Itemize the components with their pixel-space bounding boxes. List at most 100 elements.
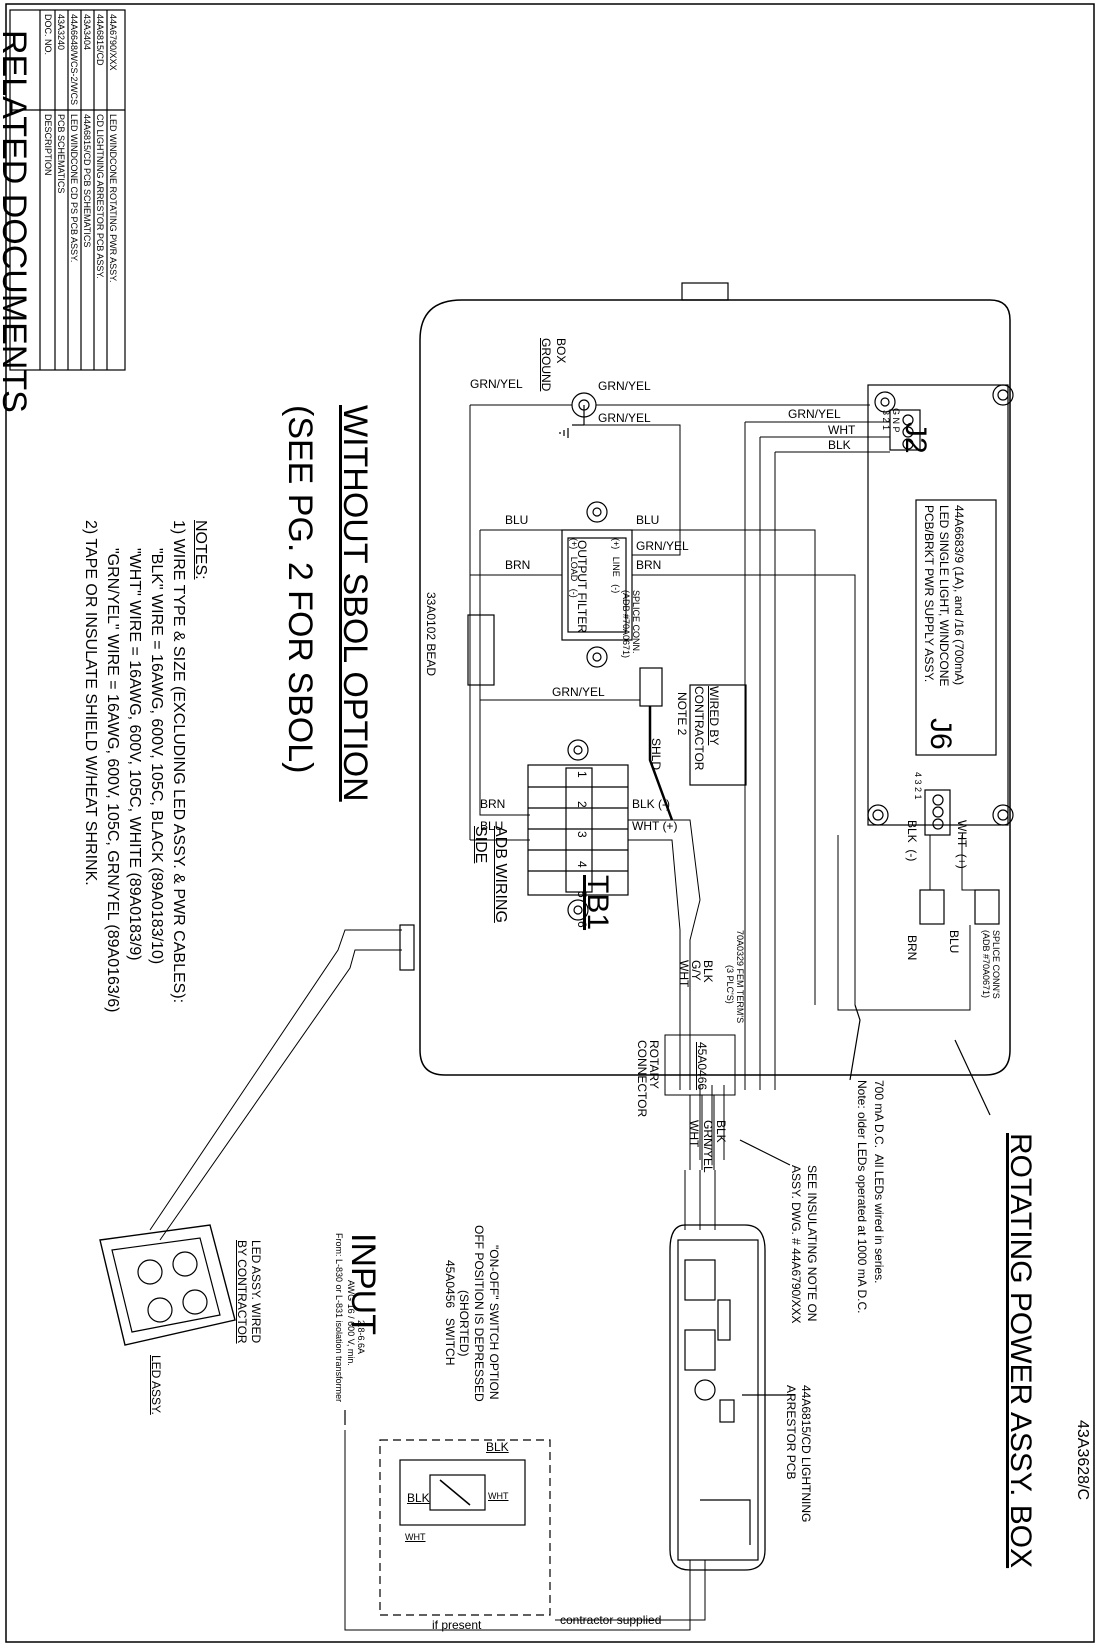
related-documents-table	[9, 9, 126, 371]
tb1-label: TB1	[581, 875, 614, 931]
fem-terms-label-1: 70A0329 FEM TERM'S	[735, 930, 745, 1024]
wht-pos-label-tb: WHT (+)	[632, 819, 678, 833]
terminal-block-tb1	[527, 739, 629, 921]
rotary-connector	[664, 1034, 736, 1096]
led-assy-wired-label-2: BY CONTRACTOR	[235, 1240, 249, 1344]
blu-label-line: BLU	[636, 513, 660, 527]
gy-label-fem: G/Y	[689, 960, 703, 981]
switch-note-3: (SHORTED)	[457, 1290, 471, 1357]
doc-row-3-desc: 44A6815/CD PCB SCHEMATICS	[82, 114, 92, 248]
rotating-power-box-outline	[419, 299, 1011, 1076]
switch-note-1: "ON-OFF" SWITCH OPTION	[487, 1245, 501, 1400]
adb-wiring-label-2: SIDE	[472, 826, 489, 864]
doc-row-1-desc: LED WINDCONE ROTATING PWR ASSY.	[108, 114, 118, 283]
doc-row-5-desc: PCB SCHEMATICS	[56, 114, 66, 194]
grnyel-label-b: GRN/YEL	[598, 379, 651, 393]
rotary-connector-label-1: ROTARY	[647, 1040, 661, 1089]
splice-conn-label-1: SPLICE CONN.	[631, 590, 641, 654]
wired-by-contractor-box	[689, 684, 747, 786]
doc-row-2-desc: CD LIGHTNING ARRESTOR PCB ASSY.	[95, 114, 105, 279]
pcb-label-2: LED SINGLE LIGHT, WINDCONE	[937, 505, 951, 687]
sheet-border	[5, 3, 1095, 1643]
fem-terms-label-2: (3 PLC'S)	[725, 965, 735, 1004]
blk-label-fem: BLK	[701, 960, 715, 983]
wht-label-fem: WHT	[677, 960, 691, 988]
rotary-connector-label-2: CONNECTOR	[635, 1040, 649, 1118]
notes-title: NOTES:	[192, 520, 209, 580]
doc-row-4-desc: LED WINDCONE CD PS PCB ASSY.	[69, 114, 79, 263]
filter-line-label: (+) LINE (-)	[611, 538, 621, 594]
related-documents-title: RELATED DOCUMENTS	[0, 30, 33, 413]
led-assy-wired-label-1: LED ASSY. WIRED	[249, 1240, 263, 1344]
grnyel-label-j2: GRN/YEL	[788, 407, 841, 421]
blu-label-load: BLU	[505, 513, 529, 527]
without-sbol-heading: WITHOUT SBOL OPTION	[336, 405, 374, 802]
arrestor-pcb-housing	[669, 1224, 766, 1571]
ferrite-bead	[467, 614, 495, 686]
input-amps-label: 2.8-6.6A	[356, 1320, 366, 1355]
input-source-label: From: L-830 or L-831 isolation transform…	[334, 1233, 344, 1403]
j2-pin-numbers: 3 2 1	[881, 410, 891, 431]
switch-wht-right: WHT	[488, 1491, 509, 1501]
grnyel-label-splice: GRN/YEL	[552, 685, 605, 699]
pcb-power-supply	[867, 384, 1009, 826]
brn-label-line: BRN	[636, 558, 662, 572]
filter-load-label: (+) LOAD (-)	[569, 538, 579, 598]
adb-wiring-label-1: ADB WIRING	[492, 826, 509, 923]
if-present-label: if present	[432, 1618, 482, 1632]
j6-label: J6	[924, 718, 957, 750]
blu-label-tb: BLU	[480, 819, 504, 833]
insulating-note-1: SEE INSULATING NOTE ON	[805, 1165, 819, 1322]
on-off-switch	[379, 1439, 551, 1616]
led-current-note-2: Note: older LEDs operated at 1000 mA D.C…	[855, 1080, 869, 1314]
description-header: DESCRIPTION	[43, 114, 53, 176]
pcb-label-1: 44A6683/9 (1A), and /16 (700mA)	[952, 505, 966, 686]
blk-label-j2: BLK	[828, 438, 851, 452]
blk-label-lower: BLK	[714, 1120, 728, 1143]
switch-note-2: OFF POSITION IS DEPRESSED	[472, 1225, 486, 1402]
j6-connector	[924, 789, 951, 836]
wht-pos-vertical: WHT (+)	[955, 820, 969, 869]
box-ground-label-2: GROUND	[539, 338, 553, 392]
doc-row-2-no: 44A6815/CD	[95, 14, 105, 66]
blk-neg-label-tb: BLK (-)	[632, 797, 671, 811]
box-ground-label-1: BOX	[554, 338, 568, 364]
grnyel-label-c: GRN/YEL	[598, 411, 651, 425]
note2-label: NOTE 2	[675, 692, 689, 736]
doc-row-5-no: 43A3240	[56, 14, 66, 51]
insulating-note-2: ASSY. DWG. # 44A6790/XXX	[789, 1165, 803, 1324]
grnyel-label-line: GRN/YEL	[636, 539, 689, 553]
shld-label: SHLD	[649, 738, 663, 771]
led-assembly	[99, 1224, 236, 1346]
switch-note-4: 45A0456 SWITCH	[443, 1260, 457, 1366]
see-pg2-heading: (SEE PG. 2 FOR SBOL)	[281, 405, 319, 774]
splice-connector	[639, 667, 663, 707]
j2-connector	[889, 409, 921, 451]
rotary-connector-part-no: 45A0466	[695, 1042, 709, 1091]
input-awg-label: AWG 16 / 600 V, min.	[346, 1280, 356, 1366]
splice-conn-label-2: (ADB #70A0671)	[621, 590, 631, 659]
drawing-number: 43A3628/C	[1074, 1420, 1091, 1501]
splice-conns-label-2: (ADB #70A0671)	[981, 930, 991, 999]
contractor-supplied-label: contractor supplied	[560, 1613, 662, 1627]
j2-label: J2	[899, 422, 932, 454]
note-line-2: "BLK" WIRE = 16AWG, 600V, 105C, BLACK (8…	[148, 548, 165, 965]
switch-blk-top: BLK	[486, 1440, 509, 1454]
led-current-note-1: 700 mA D.C. All LEDs wired in series.	[872, 1080, 886, 1284]
brn-label-load: BRN	[505, 558, 531, 572]
wired-by-label-1: WIRED BY	[707, 686, 721, 746]
arrestor-label-1: 44A6815/CD LIGHTNING	[799, 1385, 813, 1523]
grnyel-label-a: GRN/YEL	[470, 377, 523, 391]
note-line-1: 1) WIRE TYPE & SIZE (EXCLUDING LED ASSY.…	[170, 520, 187, 1004]
arrestor-label-2: ARRESTOR PCB	[784, 1385, 798, 1480]
blu-label-splice: BLU	[947, 930, 961, 954]
output-filter	[561, 529, 633, 641]
wht-label-lower: WHT	[687, 1120, 701, 1148]
doc-row-1-no: 44A6790/XXX	[108, 14, 118, 71]
box-top-tab	[681, 282, 729, 301]
note-line-3: "WHT" WIRE = 16AWG, 600V, 105C, WHITE (8…	[126, 548, 143, 961]
blk-neg-vertical: BLK (-)	[905, 820, 919, 862]
box-title: ROTATING POWER ASSY. BOX	[1004, 1133, 1037, 1569]
grnyel-label-lower: GRN/YEL	[701, 1120, 715, 1173]
